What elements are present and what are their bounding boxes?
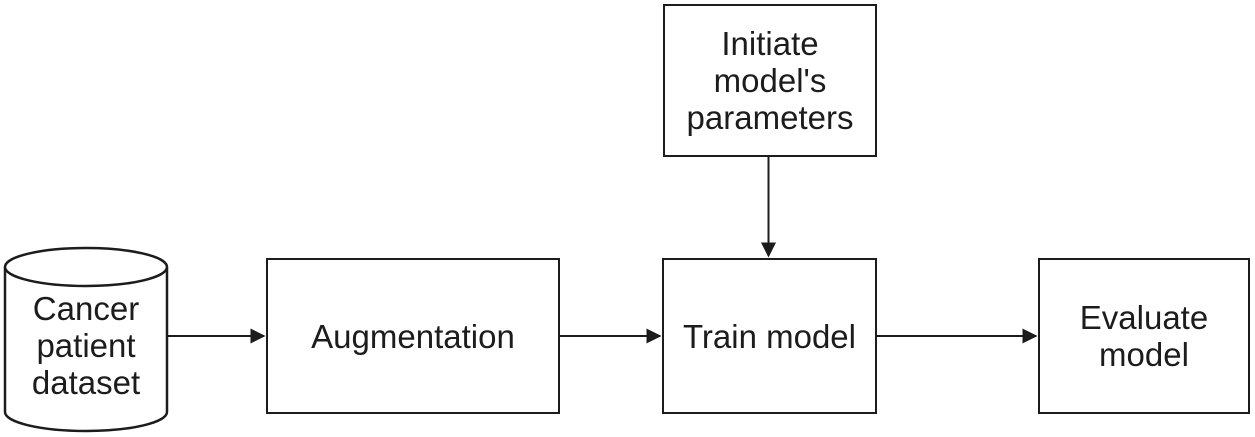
node-label-evaluate-model: Evaluate model [1079, 299, 1209, 373]
node-label-initiate-model-parameters: Initiate model's parameters [686, 25, 854, 136]
database-cylinder-icon [3, 246, 169, 433]
node-train-model: Train model [662, 258, 877, 414]
node-cancer-patient-dataset: Cancer patient dataset [1, 245, 171, 435]
node-label-augmentation: Augmentation [311, 317, 515, 355]
node-evaluate-model: Evaluate model [1038, 258, 1250, 414]
node-label-dataset: Cancer patient dataset [31, 289, 141, 401]
node-initiate-model-parameters: Initiate model's parameters [663, 4, 877, 157]
node-label-train-model: Train model [682, 317, 856, 355]
node-augmentation: Augmentation [266, 258, 560, 414]
